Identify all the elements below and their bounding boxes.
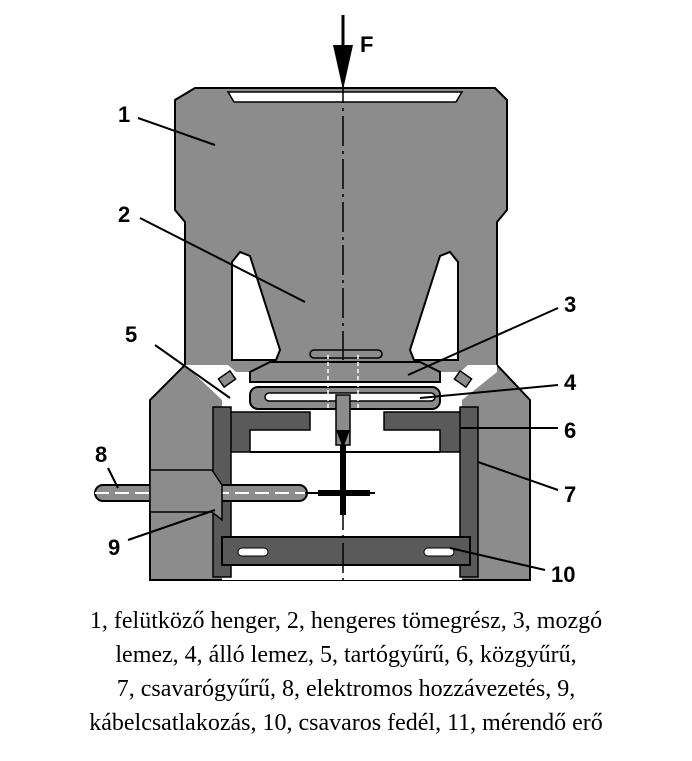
label-7: 7: [564, 482, 576, 507]
force-arrowhead: [333, 45, 353, 90]
cable-connection: [149, 469, 223, 522]
screw-cap-slot-right: [423, 547, 455, 557]
label-10: 10: [551, 562, 575, 587]
moving-plate-top: [309, 349, 383, 359]
left-notch: [231, 250, 282, 361]
label-6: 6: [564, 418, 576, 443]
label-3: 3: [564, 292, 576, 317]
label-5: 5: [125, 322, 137, 347]
label-1: 1: [118, 102, 130, 127]
caption-line-3: 7, csavarógyűrű, 8, elektromos hozzáveze…: [116, 676, 576, 702]
sensor-cross-section-diagram: F 1 2 3 4 5 6 7 8 9 10: [94, 15, 577, 587]
caption-line-1: 1, felütköző henger, 2, hengeres tömegré…: [89, 608, 603, 634]
top-slot: [226, 91, 464, 103]
leader-lines: [107, 117, 559, 571]
retaining-lug-right: [453, 369, 473, 389]
moving-plate: [249, 361, 441, 383]
screw-ring-right: [459, 406, 479, 578]
screw-cap-slot-left: [237, 547, 269, 557]
figure-caption: 1, felütköző henger, 2, hengeres tömegré…: [0, 600, 692, 761]
label-2: 2: [118, 202, 130, 227]
retaining-lug-left: [217, 369, 237, 389]
caption-line-2: lemez, 4, álló lemez, 5, tartógyűrű, 6, …: [115, 642, 577, 668]
label-9: 9: [108, 535, 120, 560]
caption-line-4: kábelcsatlakozás, 10, csavaros fedél, 11…: [89, 710, 603, 736]
label-4: 4: [564, 370, 577, 395]
force-label: F: [360, 32, 373, 57]
label-8: 8: [95, 442, 107, 467]
right-notch: [408, 250, 459, 361]
